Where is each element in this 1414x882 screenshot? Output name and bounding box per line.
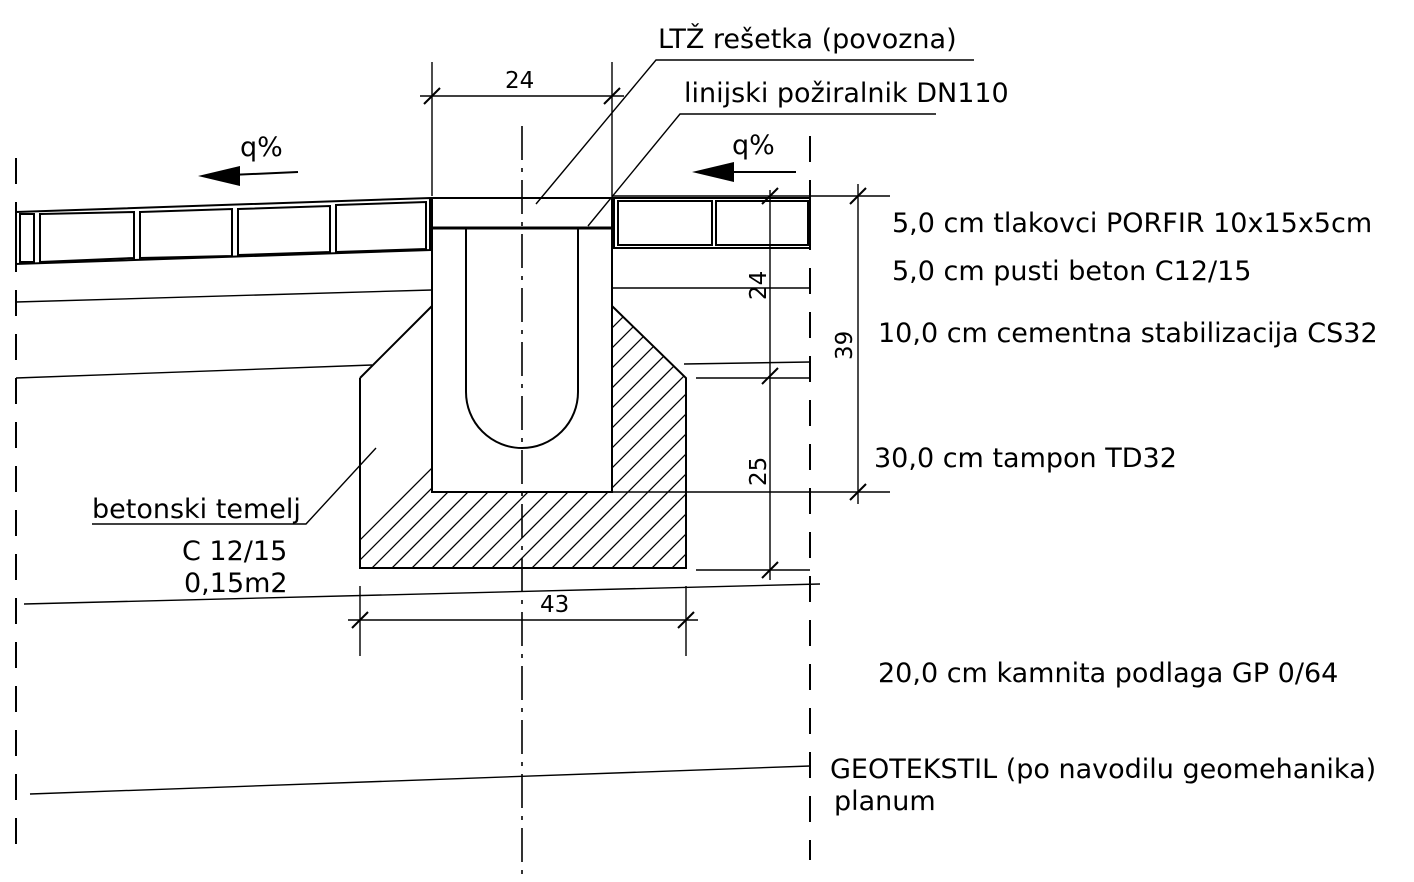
hatch-line (439, 306, 686, 568)
hatch-line (360, 306, 661, 568)
leader-lines (92, 59, 974, 766)
layer-4-label: 30,0 cm tampon TD32 (874, 443, 1177, 474)
drain-label: linijski požiralnik DN110 (684, 78, 1009, 109)
dimension-25: 25 (746, 457, 772, 486)
hatch-line (499, 306, 686, 568)
grating-label: LTŽ rešetka (povozna) (658, 23, 957, 55)
grating (431, 197, 613, 230)
dimension-39: 39 (832, 331, 858, 360)
hatch-line (519, 306, 686, 568)
dimension-24-right: 24 (746, 271, 772, 300)
hatch-line (360, 306, 601, 568)
hatch-line (539, 306, 686, 568)
hatch-line (579, 306, 686, 568)
slope-arrow-right: q% (692, 130, 796, 182)
layer-2-label: 5,0 cm pusti beton C12/15 (892, 256, 1251, 287)
dimension-foundation-width: 43 (348, 586, 698, 656)
subgrade-label: planum (834, 786, 936, 817)
foundation-title-label: betonski temelj (92, 494, 301, 525)
layer-lines (15, 195, 890, 795)
dimension-43: 43 (540, 592, 569, 618)
hatch-line (479, 306, 686, 568)
dimension-right: 24 25 39 (746, 184, 867, 580)
layer-3-label: 10,0 cm cementna stabilizacija CS32 (878, 318, 1378, 349)
slope-arrow-left: q% (198, 132, 299, 186)
hatch-line (360, 306, 621, 568)
foundation-class-label: C 12/15 (182, 536, 287, 567)
dimension-24-top: 24 (505, 68, 534, 94)
foundation-area-label: 0,15m2 (184, 568, 288, 599)
layer-5-label: 20,0 cm kamnita podlaga GP 0/64 (878, 658, 1338, 689)
hatch-line (360, 306, 641, 568)
dimension-channel-width: 24 (420, 62, 624, 196)
paving-stones-left (15, 196, 431, 266)
geotextile-label: GEOTEKSTIL (po navodilu geomehanika) (830, 754, 1376, 785)
drainage-channel (431, 228, 613, 493)
hatch-line (459, 306, 686, 568)
hatch-line (599, 306, 686, 568)
hatch-line (379, 306, 681, 568)
hatch-line (619, 306, 686, 568)
paving-stones-right (613, 197, 811, 249)
slope-right-label: q% (732, 130, 775, 161)
layer-1-label: 5,0 cm tlakovci PORFIR 10x15x5cm (892, 208, 1372, 239)
slope-left-label: q% (240, 132, 283, 163)
hatch-line (399, 306, 686, 568)
hatch-line (559, 306, 686, 568)
